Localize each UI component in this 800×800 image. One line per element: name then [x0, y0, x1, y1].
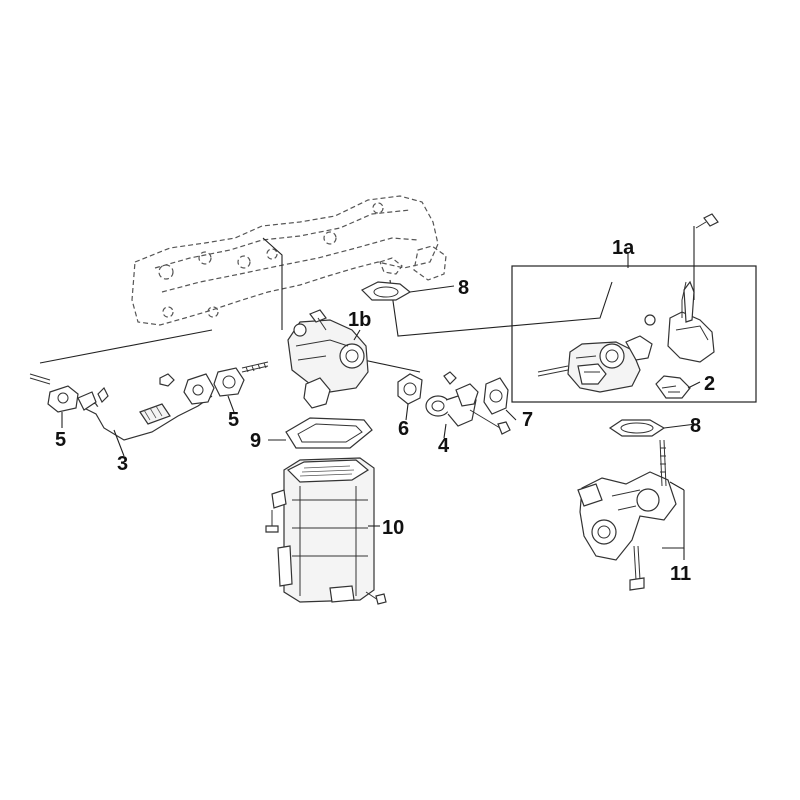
callout-9: 9 [250, 430, 261, 452]
callout-1a: 1a [612, 237, 635, 259]
callout-2: 2 [704, 373, 715, 395]
bolt-cooler-10-right [365, 591, 387, 605]
elbow-pipe-4 [425, 383, 479, 427]
clip-pipe-3 [97, 386, 109, 404]
stud-bolt-left [29, 373, 51, 385]
egr-outlet-11 [577, 471, 677, 561]
gasket-5-left [47, 385, 79, 413]
bolt-1b-top [309, 309, 327, 331]
gasket-8-top [360, 281, 412, 301]
stud-bolt-11-top [659, 439, 667, 487]
bolt-cooler-10-left [265, 510, 279, 533]
callout-4: 4 [438, 435, 450, 457]
callout-10: 10 [382, 517, 404, 539]
egr-valve-1a [567, 335, 653, 393]
callout-5-mid: 5 [228, 409, 239, 431]
bolt-11-bottom [629, 545, 645, 591]
egr-valve-1b [287, 319, 369, 409]
intake-manifold-outline [131, 195, 447, 326]
stud-bolt-1a [537, 365, 569, 377]
callout-5-left: 5 [55, 429, 66, 451]
gasket-5-mid [213, 367, 245, 397]
egr-actuator-1a [644, 280, 715, 363]
egr-pipe-3 [77, 373, 215, 441]
callout-1b: 1b [348, 309, 371, 331]
gasket-8-right [608, 419, 666, 437]
callout-8-top: 8 [458, 277, 469, 299]
nut-elbow-4-top [443, 371, 457, 385]
callout-11: 11 [670, 563, 691, 585]
callout-8-right: 8 [690, 415, 701, 437]
assembly-box-1a [511, 265, 757, 403]
callout-6: 6 [398, 418, 409, 440]
sensor-2 [655, 375, 691, 399]
nut-pipe-3 [159, 373, 175, 387]
bolt-elbow-4 [469, 409, 511, 435]
gasket-7 [483, 377, 509, 415]
gasket-6 [397, 373, 423, 405]
callout-3: 3 [117, 453, 128, 475]
callout-leaders [61, 254, 701, 560]
stud-bolt-center [241, 361, 269, 373]
gasket-9 [285, 417, 373, 449]
bracket-leader-1a [693, 213, 719, 300]
callout-7: 7 [522, 409, 533, 431]
egr-cooler-10 [271, 457, 375, 603]
